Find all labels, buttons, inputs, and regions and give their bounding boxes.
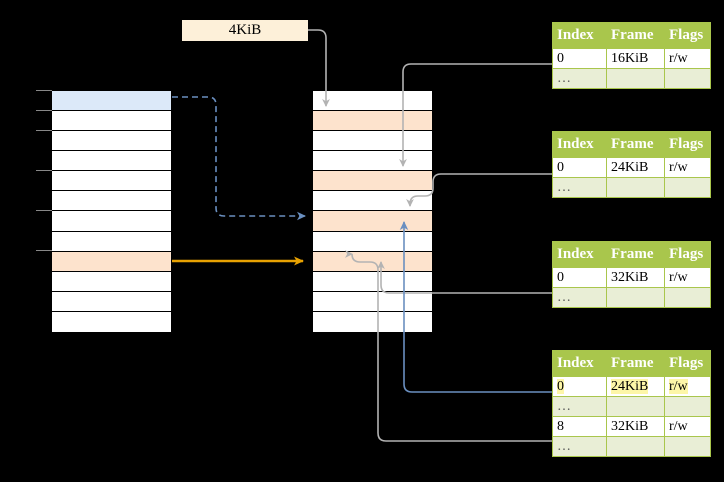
virtual-cell-row-4 bbox=[52, 151, 171, 172]
physical-cell-row-10 bbox=[313, 271, 432, 292]
cell-index: 0 bbox=[552, 157, 607, 178]
cell-flags: r/w bbox=[664, 48, 711, 69]
table-row: … bbox=[552, 287, 711, 308]
cell-frame bbox=[606, 177, 665, 198]
cell-index: … bbox=[552, 287, 607, 308]
address-tick-4 bbox=[36, 170, 52, 171]
address-tick-1 bbox=[36, 90, 52, 91]
cell-index: 0 bbox=[552, 48, 607, 69]
physical-cell-row-11 bbox=[313, 291, 432, 312]
column-header-index: Index bbox=[552, 131, 607, 158]
table-row: … bbox=[552, 396, 711, 417]
cell-flags bbox=[664, 436, 711, 457]
column-header-frame: Frame bbox=[606, 350, 665, 377]
cell-flags bbox=[664, 287, 711, 308]
column-header-frame: Frame bbox=[606, 241, 665, 268]
page-size-label: 4KiB bbox=[182, 20, 308, 41]
cell-index: … bbox=[552, 177, 607, 198]
cell-index: 0 bbox=[552, 376, 607, 397]
wire-label-to-physical-row2 bbox=[308, 29, 330, 107]
column-header-index: Index bbox=[552, 22, 607, 49]
cell-index: … bbox=[552, 68, 607, 89]
virtual-cell-row-11 bbox=[52, 291, 171, 312]
cell-index: 0 bbox=[552, 267, 607, 288]
cell-frame bbox=[606, 68, 665, 89]
physical-memory-column bbox=[312, 90, 433, 332]
wire-pt3-to-physical-row9 bbox=[377, 261, 552, 294]
physical-cell-row-6 bbox=[313, 191, 432, 212]
column-header-frame: Frame bbox=[606, 22, 665, 49]
cell-frame: 24KiB bbox=[606, 376, 665, 397]
cell-frame bbox=[606, 287, 665, 308]
physical-cell-row-8 bbox=[313, 231, 432, 252]
table-row: … bbox=[552, 177, 711, 198]
wire-pt2-to-physical-row7 bbox=[406, 173, 552, 207]
wire-pt1-to-physical-row5 bbox=[399, 63, 552, 167]
column-header-frame: Frame bbox=[606, 131, 665, 158]
virtual-cell-row-7 bbox=[52, 211, 171, 232]
column-header-flags: Flags bbox=[664, 350, 711, 377]
column-header-index: Index bbox=[552, 350, 607, 377]
wire-pt4-row0-to-physical-row7 bbox=[399, 221, 552, 393]
cell-index: … bbox=[552, 436, 607, 457]
address-tick-3 bbox=[36, 130, 52, 131]
table-row: 0 24KiB r/w bbox=[552, 376, 711, 397]
highlighted-value: 24KiB bbox=[611, 378, 649, 394]
physical-cell-row-5 bbox=[313, 171, 432, 192]
cell-index: 8 bbox=[552, 416, 607, 437]
virtual-address-space-column bbox=[51, 90, 172, 332]
column-header-flags: Flags bbox=[664, 131, 711, 158]
cell-frame: 16KiB bbox=[606, 48, 665, 69]
wire-pt4-row8-to-physical-row9 bbox=[348, 253, 552, 442]
cell-frame: 32KiB bbox=[606, 416, 665, 437]
address-tick-5 bbox=[36, 210, 52, 211]
cell-frame bbox=[606, 436, 665, 457]
virtual-cell-row-12 bbox=[52, 311, 171, 332]
column-header-flags: Flags bbox=[664, 22, 711, 49]
highlighted-value: 0 bbox=[557, 378, 564, 394]
highlighted-value: r/w bbox=[669, 378, 688, 394]
cell-flags: r/w bbox=[664, 267, 711, 288]
virtual-cell-row-9 bbox=[52, 251, 171, 272]
virtual-cell-row-5 bbox=[52, 171, 171, 192]
virtual-cell-row-3 bbox=[52, 131, 171, 152]
address-tick-2 bbox=[36, 110, 52, 111]
physical-cell-row-12 bbox=[313, 311, 432, 332]
table-row: … bbox=[552, 68, 711, 89]
cell-flags bbox=[664, 396, 711, 417]
cell-frame: 24KiB bbox=[606, 157, 665, 178]
cell-flags: r/w bbox=[664, 416, 711, 437]
cell-index: … bbox=[552, 396, 607, 417]
wire-virtual-row1-to-physical-row7 bbox=[172, 96, 306, 221]
cell-flags: r/w bbox=[664, 157, 711, 178]
address-tick-6 bbox=[36, 250, 52, 251]
column-header-index: Index bbox=[552, 241, 607, 268]
virtual-cell-row-6 bbox=[52, 191, 171, 212]
cell-frame bbox=[606, 396, 665, 417]
table-row: … bbox=[552, 436, 711, 457]
virtual-cell-row-2 bbox=[52, 111, 171, 132]
cell-flags bbox=[664, 177, 711, 198]
column-header-flags: Flags bbox=[664, 241, 711, 268]
cell-flags: r/w bbox=[664, 376, 711, 397]
virtual-cell-row-8 bbox=[52, 231, 171, 252]
virtual-cell-row-10 bbox=[52, 271, 171, 292]
cell-frame: 32KiB bbox=[606, 267, 665, 288]
virtual-cell-row-1 bbox=[52, 91, 171, 112]
cell-flags bbox=[664, 68, 711, 89]
